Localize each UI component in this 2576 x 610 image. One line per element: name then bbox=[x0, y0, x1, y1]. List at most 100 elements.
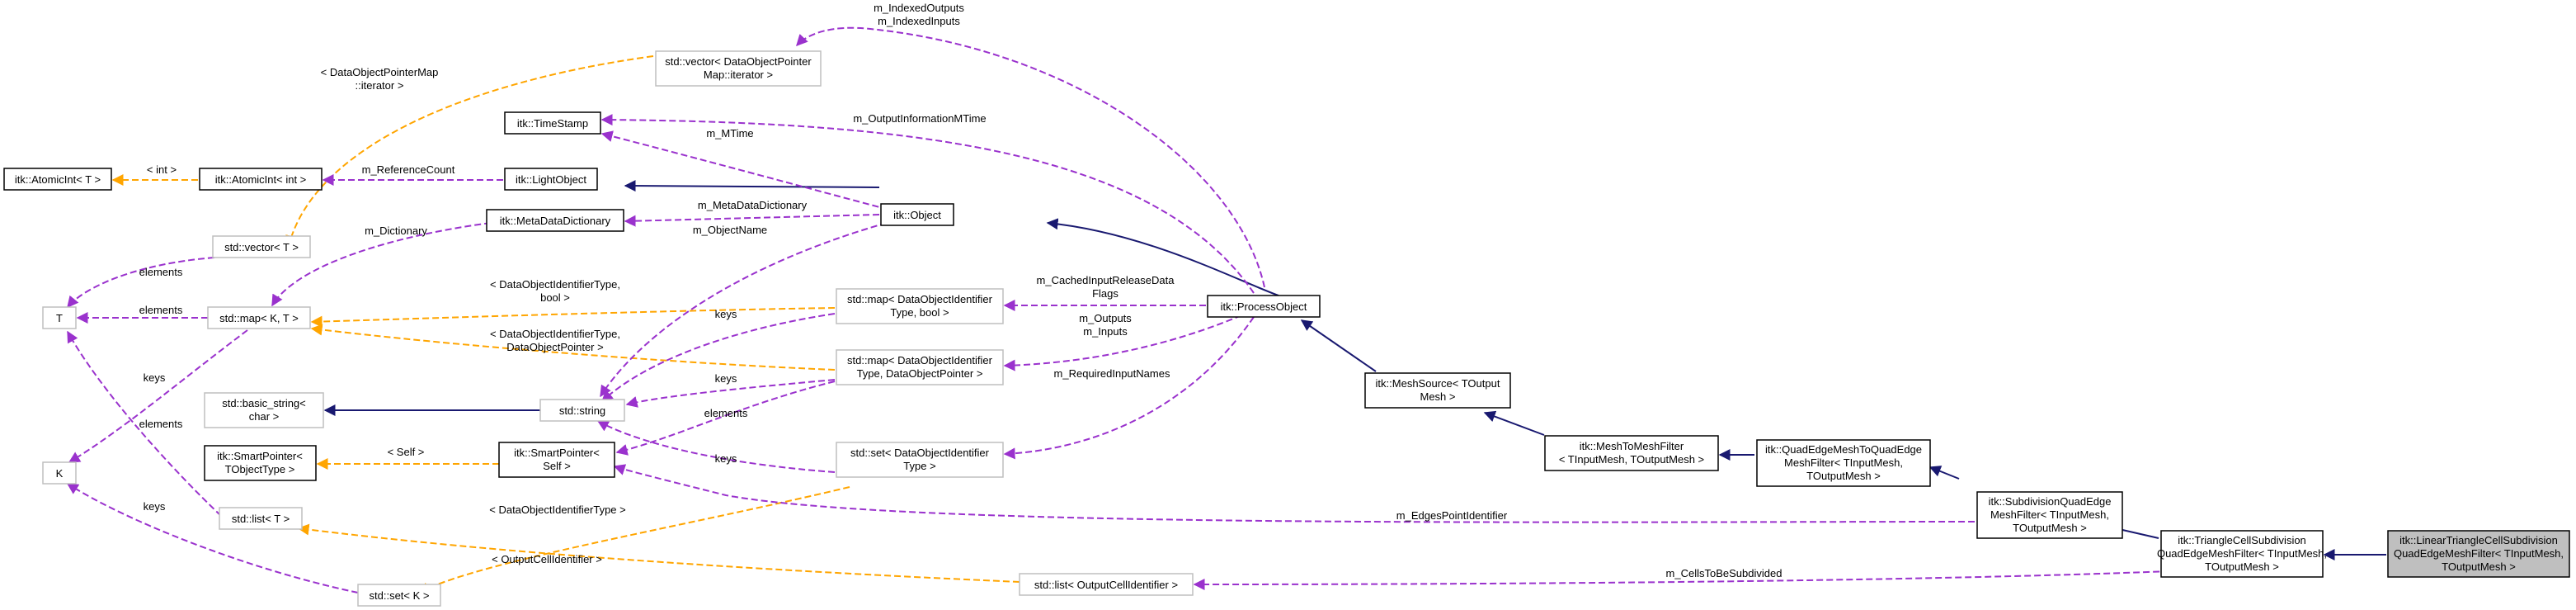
label-oci-tmpl: < OutputCellIdentifier > bbox=[492, 553, 602, 565]
edge-tmpl-map-dop bbox=[310, 324, 836, 371]
label-keys-map: keys bbox=[144, 371, 166, 384]
node-map-data-object-identifier-pointer[interactable]: std::map< DataObjectIdentifier Type, Dat… bbox=[836, 349, 1004, 385]
label-doi-dop-1: < DataObjectIdentifierType, bbox=[490, 328, 620, 340]
node-vector-data-object-pointer-map[interactable]: std::vector< DataObjectPointer Map::iter… bbox=[655, 50, 822, 87]
label-keys-set-k: keys bbox=[144, 500, 166, 513]
node-vector-t[interactable]: std::vector< T > bbox=[212, 235, 311, 258]
node-mesh-source[interactable]: itk::MeshSource< TOutput Mesh > bbox=[1364, 372, 1511, 409]
node-triangle-cell-subdivision[interactable]: itk::TriangleCellSubdivision QuadEdgeMes… bbox=[2157, 530, 2327, 578]
edge-use-edges bbox=[613, 464, 1976, 523]
node-quad-edge-mesh-to-quad-edge[interactable]: itk::QuadEdgeMeshToQuadEdge MeshFilter< … bbox=[1756, 439, 1931, 487]
edge-inherit-po bbox=[1300, 319, 1377, 372]
node-label-line: itk::SmartPointer< bbox=[217, 450, 303, 462]
node-string[interactable]: std::string bbox=[539, 399, 625, 422]
node-label-line: std::map< DataObjectIdentifier bbox=[847, 293, 993, 305]
label-keys-dop: keys bbox=[715, 372, 737, 385]
node-label-line: itk::MeshSource< TOutput bbox=[1376, 377, 1500, 390]
node-object[interactable]: itk::Object bbox=[880, 203, 954, 226]
edge-use-cells bbox=[1193, 570, 2170, 590]
node-t[interactable]: T bbox=[42, 306, 77, 329]
edge-use-outputs bbox=[1003, 314, 1242, 371]
node-label-line: std::set< DataObjectIdentifier bbox=[850, 447, 990, 459]
node-label-line: std::list< T > bbox=[232, 513, 290, 525]
edge-tmpl-list bbox=[297, 523, 1020, 583]
node-label-line: itk::AtomicInt< T > bbox=[15, 173, 101, 186]
node-label-line: itk::LinearTriangleCellSubdivision bbox=[2399, 534, 2558, 546]
node-label-line: TOutputMesh > bbox=[2442, 560, 2516, 573]
node-linear-triangle-cell-subdivision[interactable]: itk::LinearTriangleCellSubdivision QuadE… bbox=[2387, 530, 2570, 578]
node-label-line: Self > bbox=[543, 460, 571, 472]
node-label-line: itk::SubdivisionQuadEdge bbox=[1989, 495, 2112, 508]
node-smart-pointer-tobjecttype[interactable]: itk::SmartPointer< TObjectType > bbox=[204, 445, 317, 481]
node-list-output-cell-identifier[interactable]: std::list< OutputCellIdentifier > bbox=[1019, 573, 1194, 596]
label-reference-count: m_ReferenceCount bbox=[362, 163, 455, 176]
node-time-stamp[interactable]: itk::TimeStamp bbox=[504, 111, 601, 135]
node-label-line: TOutputMesh > bbox=[2013, 522, 2087, 534]
label-elements-dop: elements bbox=[704, 407, 748, 419]
label-cells-to-be-subdivided: m_CellsToBeSubdivided bbox=[1666, 567, 1782, 579]
edge-use-elements-vector bbox=[67, 257, 215, 309]
node-smart-pointer-self[interactable]: itk::SmartPointer< Self > bbox=[498, 442, 615, 478]
label-doi-bool-1: < DataObjectIdentifierType, bbox=[490, 278, 620, 291]
node-map-k-t[interactable]: std::map< K, T > bbox=[207, 306, 311, 329]
label-indexed-inputs: m_IndexedInputs bbox=[878, 15, 960, 27]
node-label-line: itk::TriangleCellSubdivision bbox=[2178, 534, 2306, 546]
node-label-line: std::set< K > bbox=[370, 589, 430, 602]
label-cached-input-2: Flags bbox=[1092, 287, 1118, 300]
label-doi-bool-2: bool > bbox=[540, 291, 570, 304]
node-list-t[interactable]: std::list< T > bbox=[219, 507, 303, 530]
edge-inherit-light bbox=[624, 180, 880, 192]
label-m-dictionary: m_Dictionary bbox=[365, 225, 427, 237]
edge-inherit-ms bbox=[1483, 410, 1545, 436]
node-label-line: Map::iterator > bbox=[704, 69, 773, 81]
node-k[interactable]: K bbox=[42, 461, 77, 485]
node-basic-string[interactable]: std::basic_string< char > bbox=[204, 392, 324, 428]
node-set-data-object-identifier[interactable]: std::set< DataObjectIdentifier Type > bbox=[836, 442, 1004, 478]
node-subdivision-quad-edge[interactable]: itk::SubdivisionQuadEdge MeshFilter< TIn… bbox=[1976, 491, 2123, 539]
label-mtime: m_MTime bbox=[706, 127, 753, 139]
label-indexed-outputs: m_IndexedOutputs bbox=[874, 2, 964, 14]
edge-tmpl-set bbox=[417, 486, 850, 593]
label-object-name: m_ObjectName bbox=[693, 224, 767, 236]
node-atomic-int-int[interactable]: itk::AtomicInt< int > bbox=[199, 168, 323, 191]
node-label-line: TObjectType > bbox=[225, 463, 295, 475]
edge-use-keys-set bbox=[596, 420, 836, 473]
node-label-line: itk::ProcessObject bbox=[1221, 300, 1307, 313]
node-meta-data-dictionary[interactable]: itk::MetaDataDictionary bbox=[486, 209, 624, 232]
edge-use-indexed bbox=[796, 26, 1265, 288]
node-label-line: T bbox=[56, 312, 63, 324]
node-process-object[interactable]: itk::ProcessObject bbox=[1207, 295, 1321, 318]
label-dopm-iter-2: ::iterator > bbox=[356, 79, 404, 92]
edge-use-mdd bbox=[624, 214, 880, 227]
node-label-line: TOutputMesh > bbox=[2205, 560, 2279, 573]
label-int-tmpl: < int > bbox=[147, 163, 177, 176]
edge-inherit-qe bbox=[1928, 466, 1960, 480]
label-meta-data-dictionary: m_MetaDataDictionary bbox=[698, 199, 808, 211]
label-doi-dop-2: DataObjectPointer > bbox=[506, 341, 603, 353]
node-label-line: Type, DataObjectPointer > bbox=[857, 367, 983, 380]
label-dopm-iter-1: < DataObjectPointerMap bbox=[321, 66, 439, 78]
node-label-line: std::vector< T > bbox=[224, 241, 299, 253]
edge-use-dict bbox=[271, 222, 492, 307]
label-required-input-names: m_RequiredInputNames bbox=[1054, 367, 1170, 380]
node-label-line: QuadEdgeMeshFilter< TInputMesh, bbox=[2394, 547, 2564, 560]
node-set-k[interactable]: std::set< K > bbox=[357, 584, 441, 607]
node-label-line: itk::SmartPointer< bbox=[514, 447, 600, 459]
node-label-line: std::list< OutputCellIdentifier > bbox=[1034, 579, 1178, 591]
edge-use-elements-dop bbox=[615, 381, 836, 456]
label-edges-point-identifier: m_EdgesPointIdentifier bbox=[1396, 509, 1508, 522]
node-light-object[interactable]: itk::LightObject bbox=[504, 168, 598, 191]
edge-use-keys-dop bbox=[625, 379, 836, 408]
edge-use-required bbox=[1003, 316, 1255, 460]
node-atomic-int-t[interactable]: itk::AtomicInt< T > bbox=[3, 168, 112, 191]
node-label-line: QuadEdgeMeshFilter< TInputMesh, bbox=[2157, 547, 2327, 560]
node-label-line: Type, bool > bbox=[890, 306, 949, 319]
node-map-data-object-identifier-bool[interactable]: std::map< DataObjectIdentifier Type, boo… bbox=[836, 288, 1004, 324]
edge-inherit-object bbox=[1046, 218, 1279, 296]
node-label-line: std::string bbox=[559, 404, 605, 417]
edge-use-elements-list bbox=[67, 330, 222, 517]
label-outputs: m_Outputs bbox=[1079, 312, 1132, 324]
label-cached-input-1: m_CachedInputReleaseData bbox=[1037, 274, 1175, 286]
label-keys-bool: keys bbox=[715, 308, 737, 320]
node-mesh-to-mesh-filter[interactable]: itk::MeshToMeshFilter < TInputMesh, TOut… bbox=[1544, 435, 1719, 471]
